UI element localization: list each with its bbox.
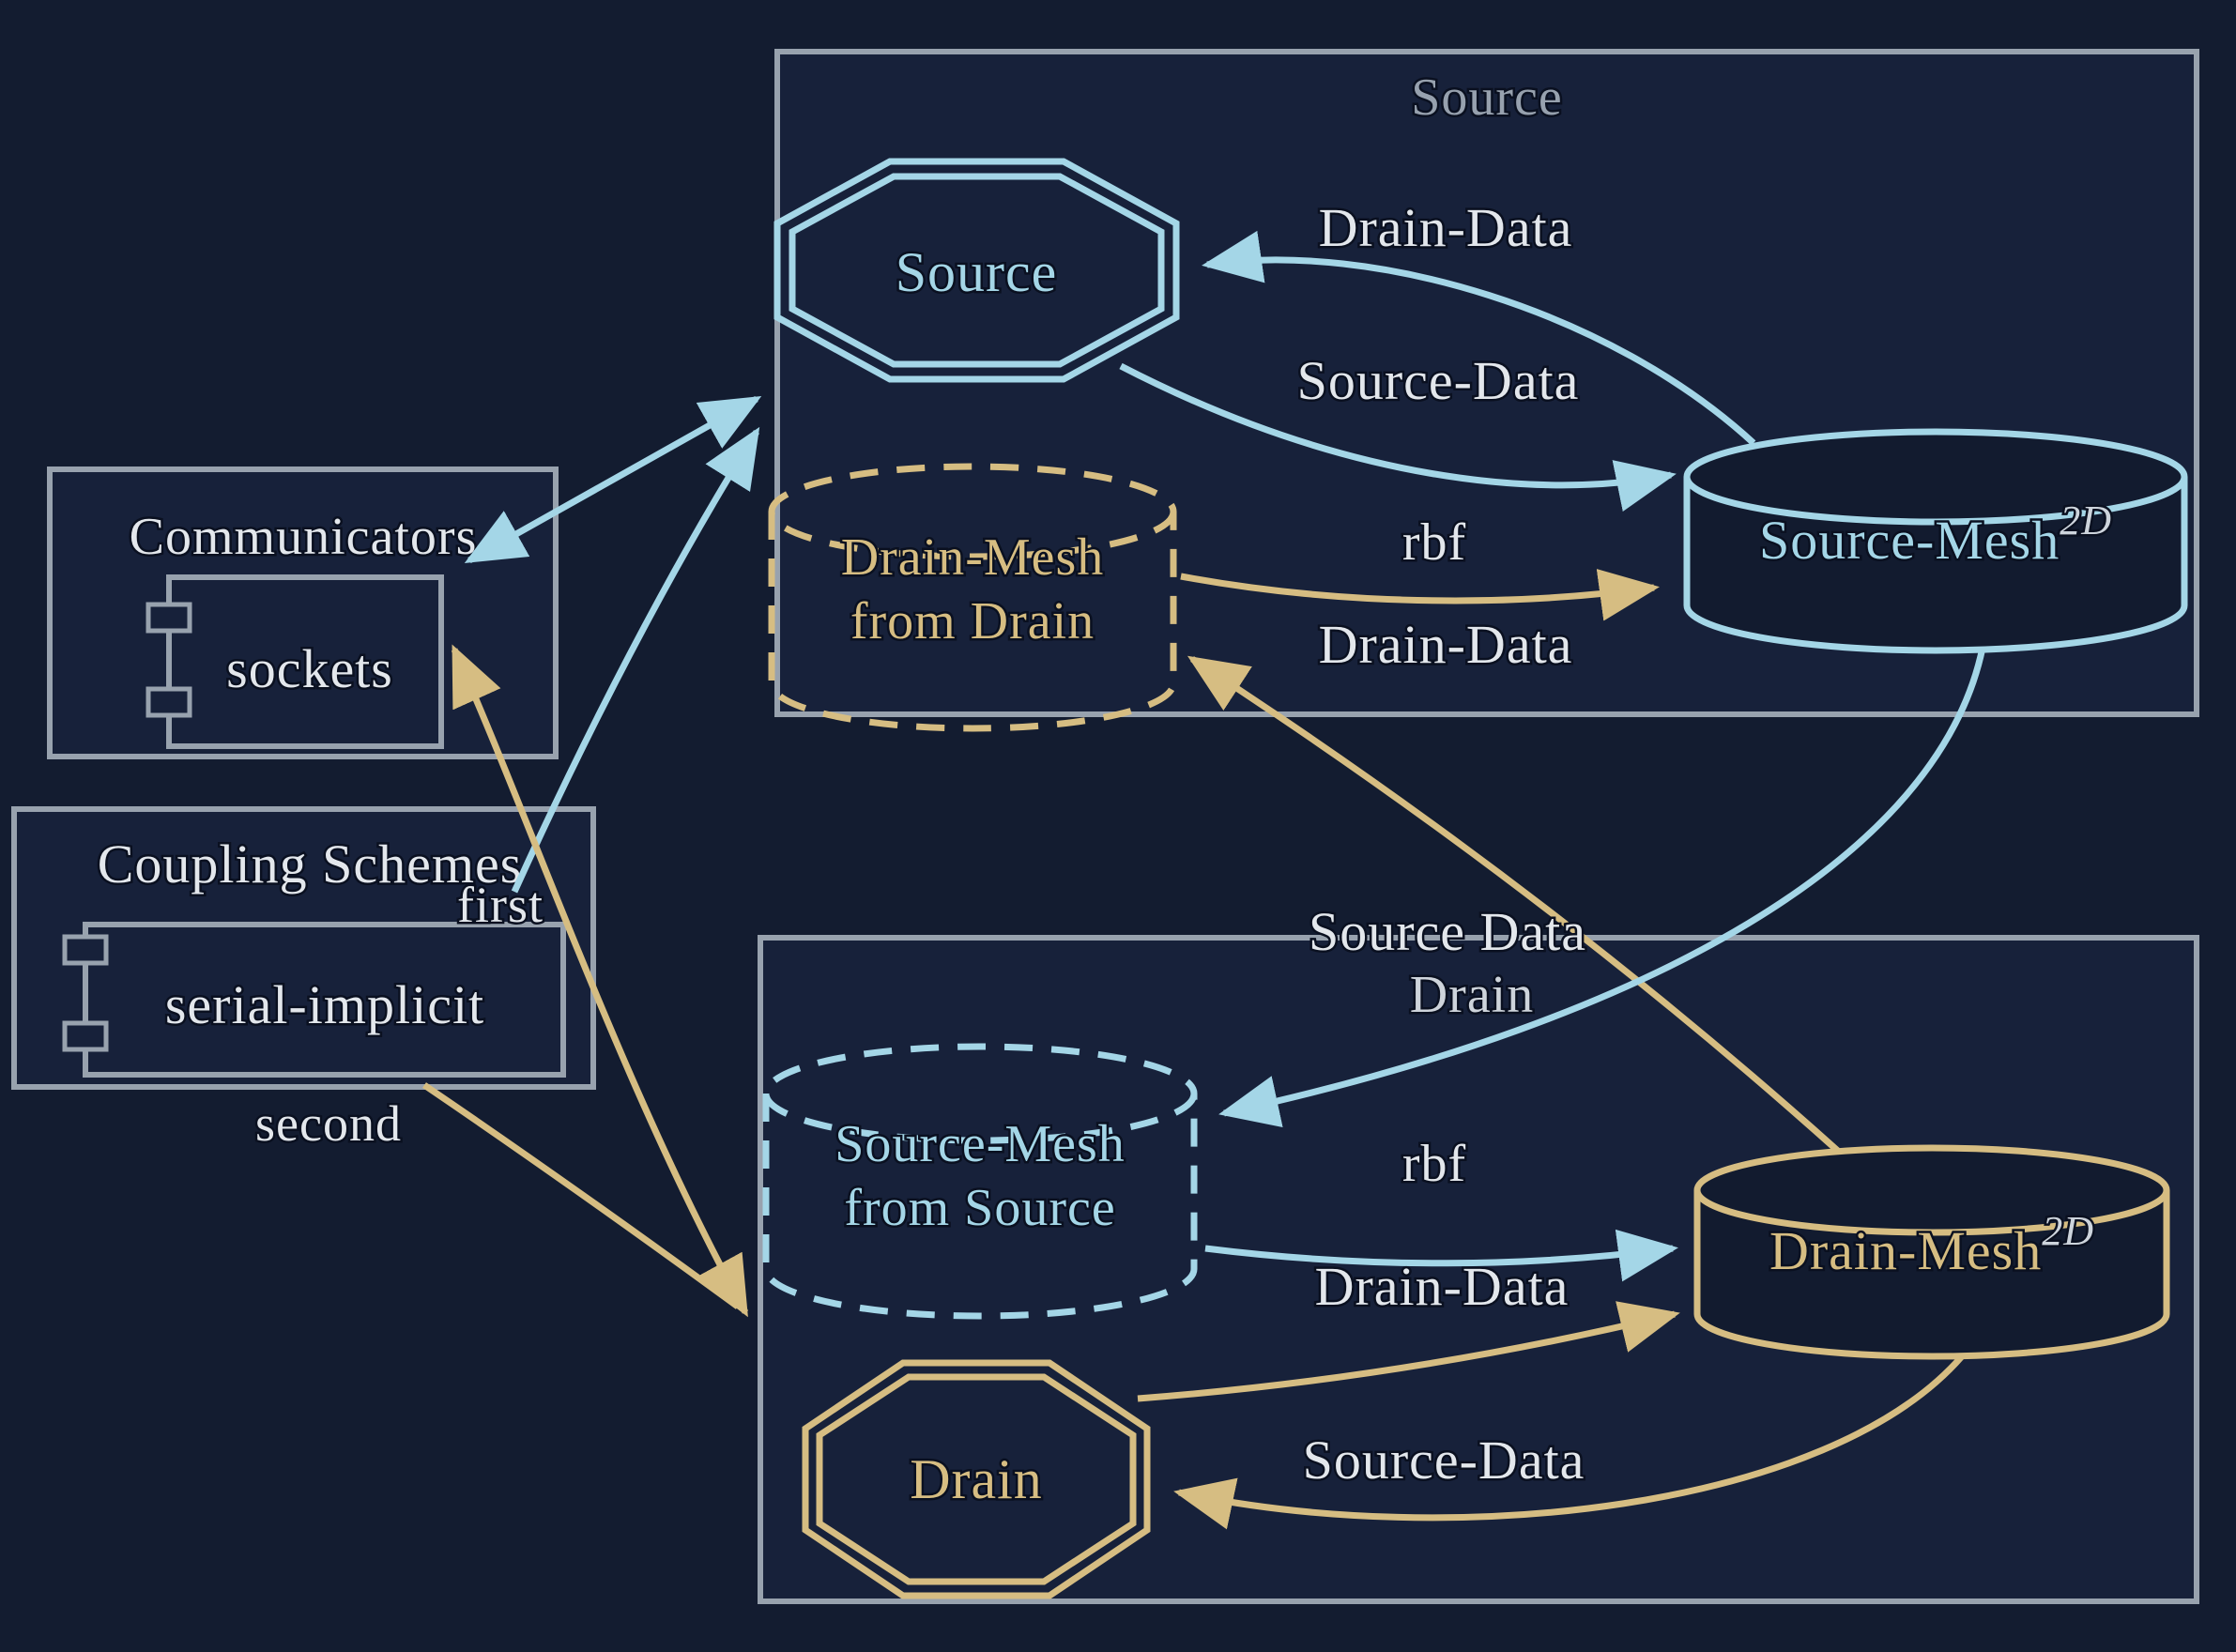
drain-mesh-from-drain-line1: Drain-Mesh (841, 528, 1105, 587)
drain-octagon-outer (802, 1359, 1151, 1599)
drain-mesh-label-sup: 2D (2042, 1208, 2094, 1254)
edge-sockets-source (464, 395, 762, 564)
edge-rbf-bottom (1204, 1229, 1678, 1282)
sockets-component-box (166, 574, 444, 749)
drain-solver-label: Drain (910, 1448, 1043, 1510)
edge-second-drain (422, 1082, 741, 1309)
drain-data-mid-label: Drain-Data (1319, 614, 1573, 675)
source-mesh-node: Source-Mesh2D (1683, 428, 2188, 654)
drain-mesh-from-drain-top (768, 463, 1177, 560)
edge-source-data-to-drain-solver (1173, 1354, 1965, 1530)
drain-solver-node: Drain (802, 1359, 1151, 1599)
drain-octagon-inner (816, 1373, 1137, 1585)
rbf-top-label: rbf (1402, 513, 1466, 572)
sockets-port-top (145, 602, 192, 634)
edge-sockets-drain (451, 644, 749, 1318)
source-mesh-label: Source-Mesh2D (1759, 497, 2112, 571)
edge-drain-data-to-dashed-mesh (1187, 655, 1843, 1155)
source-octagon-inner (789, 173, 1165, 368)
serial-implicit-port-top (62, 934, 109, 966)
source-mesh-top (1683, 428, 2188, 526)
source-box-title: Source (1411, 69, 1563, 127)
drain-mesh-from-drain-line2: from Drain (850, 592, 1095, 650)
source-solver-label: Source (896, 241, 1058, 303)
source-mesh-label-main: Source-Mesh (1759, 510, 2060, 571)
drain-mesh-from-drain-node: Drain-Mesh from Drain (768, 463, 1177, 732)
edge-drain-data-bottom (1137, 1301, 1680, 1402)
source-data-top-label: Source-Data (1297, 350, 1580, 411)
source-mesh-from-source-node: Source-Mesh from Source (762, 1043, 1198, 1320)
edge-drain-data-to-source-solver (1202, 230, 1756, 446)
edges (422, 230, 1986, 1530)
drain-box-title: Drain (1410, 966, 1535, 1024)
serial-implicit-label: serial-implicit (165, 974, 484, 1035)
drain-mesh-from-drain-body (768, 512, 1177, 732)
sockets-port-bottom (145, 686, 192, 718)
drain-mesh-node: Drain-Mesh2D (1693, 1144, 2170, 1360)
edge-rbf-top (1180, 569, 1660, 621)
source-mesh-from-source-line1: Source-Mesh (835, 1115, 1126, 1173)
drain-data-bottom-label: Drain-Data (1315, 1256, 1570, 1317)
communicators-title: Communicators (130, 508, 478, 566)
drain-mesh-top (1693, 1144, 2170, 1236)
source-data-cross-label: Source Data (1309, 901, 1586, 962)
first-label: first (457, 877, 544, 933)
edge-source-data-cross (1218, 647, 1986, 1127)
source-mesh-from-source-top (762, 1043, 1198, 1144)
rbf-bottom-label: rbf (1402, 1135, 1466, 1193)
drain-data-top-label: Drain-Data (1319, 197, 1573, 258)
edge-source-data-to-source-mesh (1119, 362, 1677, 512)
sockets-label: sockets (226, 638, 393, 699)
drain-mesh-label-main: Drain-Mesh (1769, 1220, 2042, 1281)
source-mesh-from-source-body (762, 1094, 1198, 1320)
second-label: second (255, 1095, 402, 1152)
source-mesh-from-source-line2: from Source (844, 1179, 1115, 1237)
serial-implicit-port-bottom (62, 1020, 109, 1052)
source-solver-node: Source (773, 158, 1180, 383)
edge-labels: Drain-Data Source-Data rbf Drain-Data So… (1294, 195, 1587, 1493)
source-octagon-outer (773, 158, 1180, 383)
drain-mesh-label: Drain-Mesh2D (1769, 1208, 2094, 1281)
source-data-bottom-label: Source-Data (1303, 1430, 1585, 1491)
source-mesh-body (1683, 477, 2188, 654)
source-mesh-label-sup: 2D (2060, 497, 2112, 543)
drain-mesh-body (1693, 1190, 2170, 1360)
